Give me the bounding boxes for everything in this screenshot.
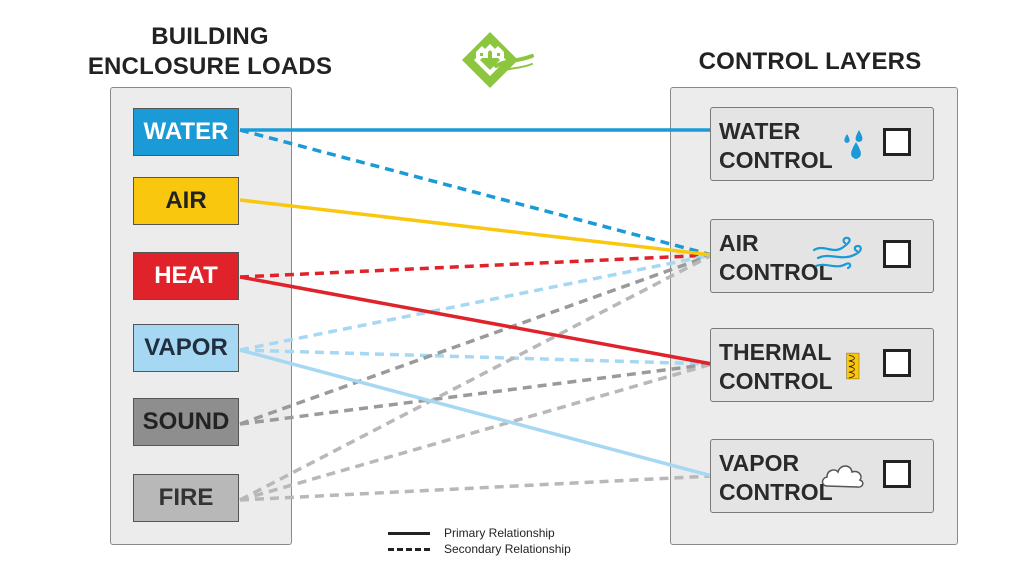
relationship-fire-to-air <box>239 253 713 502</box>
load-vapor-label: VAPOR <box>144 334 228 361</box>
load-air: AIR <box>133 177 239 225</box>
layer-thermal-line1: THERMAL <box>719 339 832 365</box>
layer-air-control: AIR CONTROL <box>710 219 934 293</box>
layer-thermal-label: THERMAL CONTROL <box>719 338 833 396</box>
relationship-vapor-to-thermal <box>239 348 713 366</box>
relationship-sound-to-thermal <box>239 362 713 426</box>
insulation-icon <box>846 352 860 380</box>
layer-thermal-line2: CONTROL <box>719 368 833 394</box>
green-house-logo-icon <box>462 32 534 88</box>
load-fire-label: FIRE <box>158 484 214 511</box>
load-sound: SOUND <box>133 398 239 446</box>
loads-heading-line1: BUILDING <box>151 23 269 50</box>
relationship-vapor-to-air <box>239 253 713 352</box>
layer-vapor-control: VAPOR CONTROL <box>710 439 934 513</box>
relationship-air-to-air <box>239 198 713 257</box>
legend-primary-label: Primary Relationship <box>444 526 555 540</box>
cloud-icon <box>821 465 864 488</box>
wind-icon <box>812 236 862 270</box>
load-air-label: AIR <box>165 187 207 214</box>
load-water-label: WATER <box>143 118 229 145</box>
legend-secondary-label: Secondary Relationship <box>444 542 571 556</box>
load-fire: FIRE <box>133 474 239 522</box>
layer-air-line1: AIR <box>719 230 759 256</box>
loads-panel <box>110 87 292 545</box>
layer-water-line1: WATER <box>719 118 801 144</box>
relationship-fire-to-thermal <box>239 362 713 502</box>
load-water: WATER <box>133 108 239 156</box>
load-sound-label: SOUND <box>142 408 230 435</box>
layers-heading: CONTROL LAYERS <box>698 48 922 75</box>
relationship-heat-to-thermal <box>239 275 713 366</box>
layer-water-label: WATER CONTROL <box>719 117 833 175</box>
relationship-heat-to-air <box>239 253 713 279</box>
layer-air-label: AIR CONTROL <box>719 229 833 287</box>
thermal-control-checkbox[interactable] <box>883 349 911 377</box>
loads-heading-line2: ENCLOSURE LOADS <box>87 53 333 80</box>
layer-air-line2: CONTROL <box>719 259 833 285</box>
water-control-checkbox[interactable] <box>883 128 911 156</box>
air-control-checkbox[interactable] <box>883 240 911 268</box>
layer-water-control: WATER CONTROL <box>710 107 934 181</box>
load-heat-label: HEAT <box>154 262 218 289</box>
water-drops-icon <box>844 130 863 159</box>
layer-thermal-control: THERMAL CONTROL <box>710 328 934 402</box>
layer-vapor-line2: CONTROL <box>719 479 833 505</box>
legend-dashed-line <box>388 547 430 551</box>
legend-solid-line <box>388 531 430 535</box>
loads-heading: BUILDING ENCLOSURE LOADS <box>60 22 360 82</box>
legend-primary: Primary Relationship <box>388 526 555 540</box>
legend-secondary: Secondary Relationship <box>388 542 571 556</box>
vapor-control-checkbox[interactable] <box>883 460 911 488</box>
relationship-water-to-air <box>239 128 713 257</box>
load-vapor: VAPOR <box>133 324 239 372</box>
layer-water-line2: CONTROL <box>719 147 833 173</box>
layer-vapor-label: VAPOR CONTROL <box>719 449 833 507</box>
relationship-vapor-to-vapor <box>239 348 713 478</box>
relationship-sound-to-air <box>239 253 713 426</box>
load-heat: HEAT <box>133 252 239 300</box>
layer-vapor-line1: VAPOR <box>719 450 800 476</box>
relationship-fire-to-vapor <box>239 474 713 502</box>
